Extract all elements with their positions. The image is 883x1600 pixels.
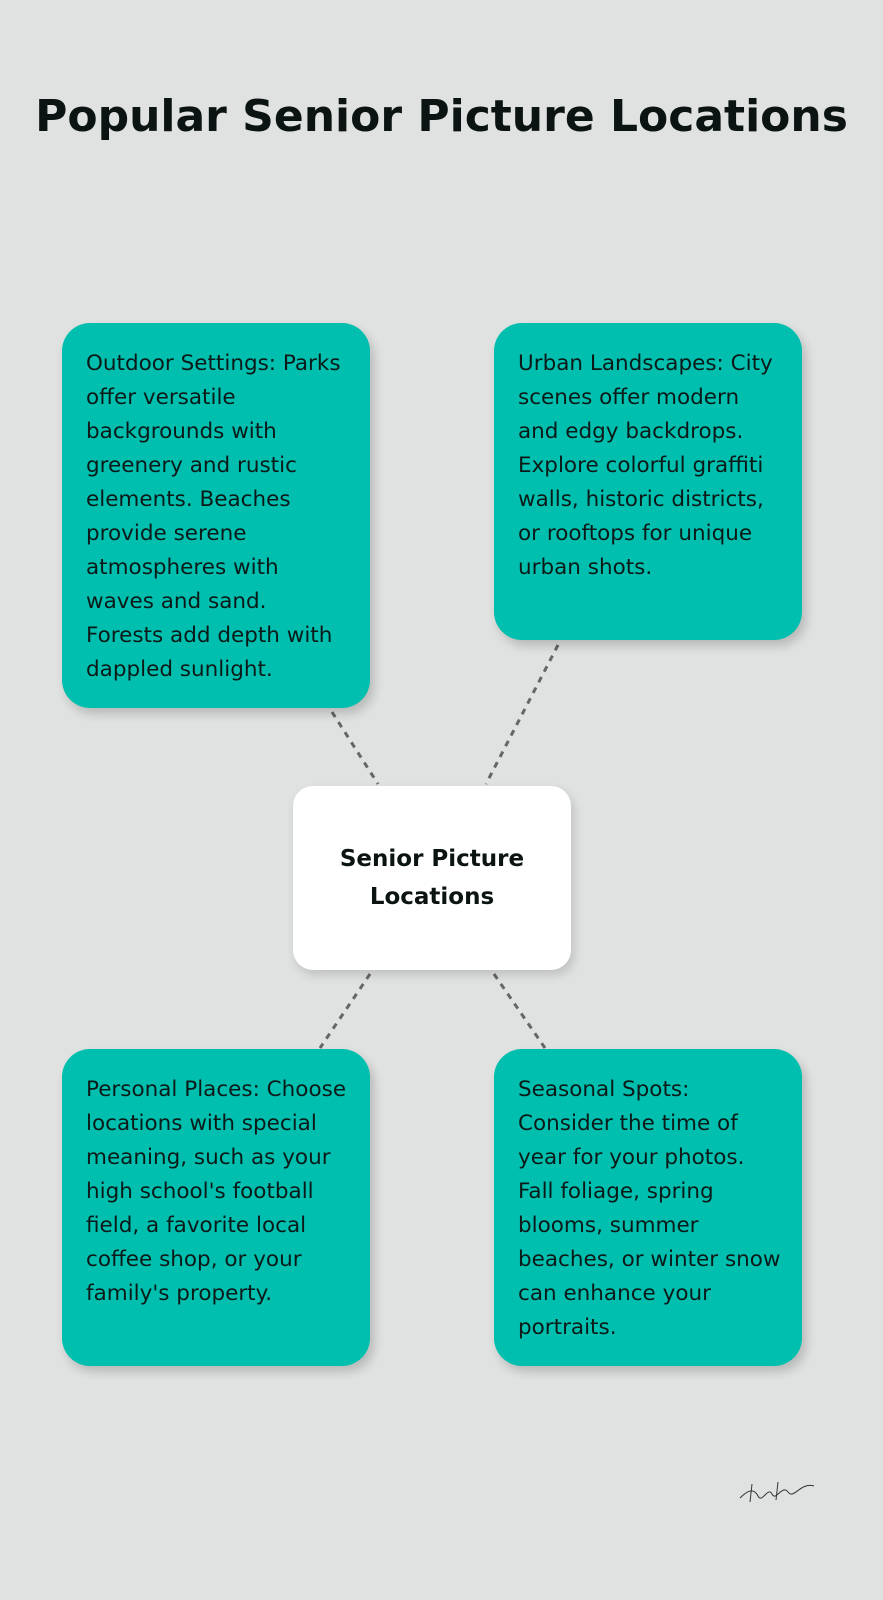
node-personal-places: Personal Places: Choose locations with s…: [62, 1049, 370, 1366]
center-node: Senior Picture Locations: [293, 786, 571, 970]
node-seasonal-spots: Seasonal Spots: Consider the time of yea…: [494, 1049, 802, 1366]
connector-outdoor: [330, 711, 380, 785]
node-outdoor-settings: Outdoor Settings: Parks offer versatile …: [62, 323, 370, 708]
page-title: Popular Senior Picture Locations: [35, 91, 848, 142]
node-urban-landscapes: Urban Landscapes: City scenes offer mode…: [494, 323, 802, 640]
signature-logo: [739, 1481, 815, 1503]
connector-personal: [318, 973, 372, 1049]
connector-urban: [484, 644, 560, 785]
connector-seasonal: [492, 973, 547, 1049]
